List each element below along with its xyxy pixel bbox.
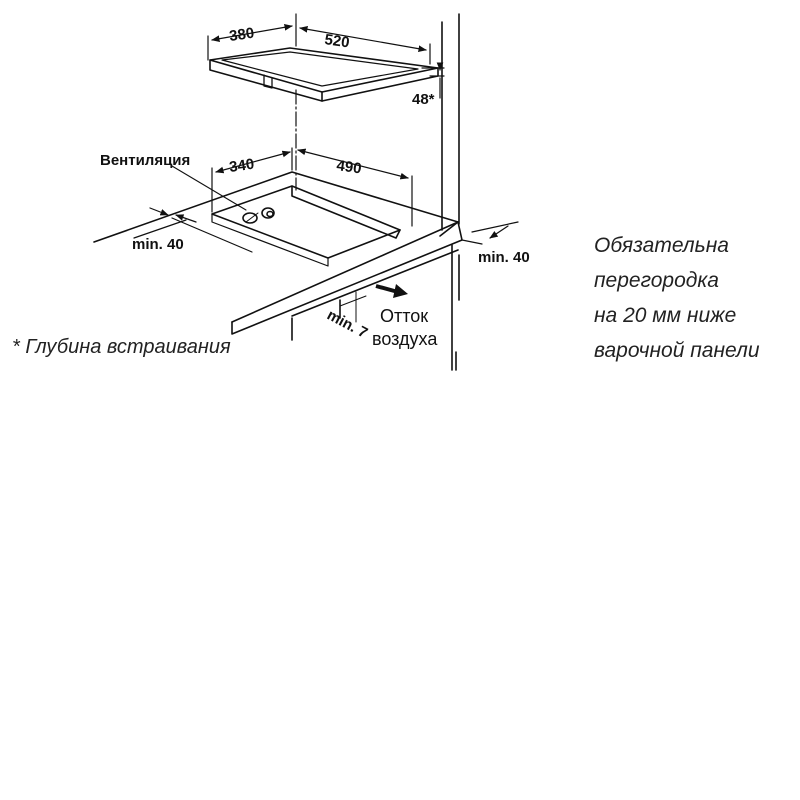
air-outlet-label-line1: Отток	[380, 306, 428, 326]
side-note-line: перегородка	[594, 269, 719, 292]
min-front-dimension	[339, 291, 367, 323]
dim-cutout-width: 490	[335, 157, 362, 177]
air-outlet-label-line2: воздуха	[372, 329, 438, 349]
dim-cutout-depth: 340	[228, 156, 255, 176]
cabinet-walls	[291, 13, 460, 371]
min-side-dimension	[461, 221, 519, 245]
dim-hob-width: 520	[323, 31, 350, 51]
cutout-dimension-lines	[211, 147, 413, 227]
side-note-line: Обязательна	[594, 234, 729, 257]
ventilation-label: Вентиляция	[100, 152, 190, 169]
hob-outline	[209, 47, 439, 102]
side-note: Обязательна перегородка на 20 мм ниже ва…	[594, 228, 794, 368]
ventilation-leader	[171, 165, 247, 211]
air-outlet-arrow	[375, 284, 408, 298]
dim-min-side: min. 40	[478, 249, 530, 266]
hob-dimension-lines	[207, 13, 445, 99]
footnote: * Глубина встраивания	[12, 336, 231, 358]
dim-min-rear: min. 40	[132, 236, 184, 253]
dim-hob-height: 48*	[412, 91, 435, 108]
side-note-line: на 20 мм ниже	[594, 304, 737, 327]
worktop	[93, 171, 463, 335]
side-note-line: варочной панели	[594, 339, 760, 362]
dim-min-front: min. 7	[324, 307, 370, 342]
min-rear-dimension	[133, 207, 253, 253]
dim-hob-depth: 380	[228, 25, 255, 45]
